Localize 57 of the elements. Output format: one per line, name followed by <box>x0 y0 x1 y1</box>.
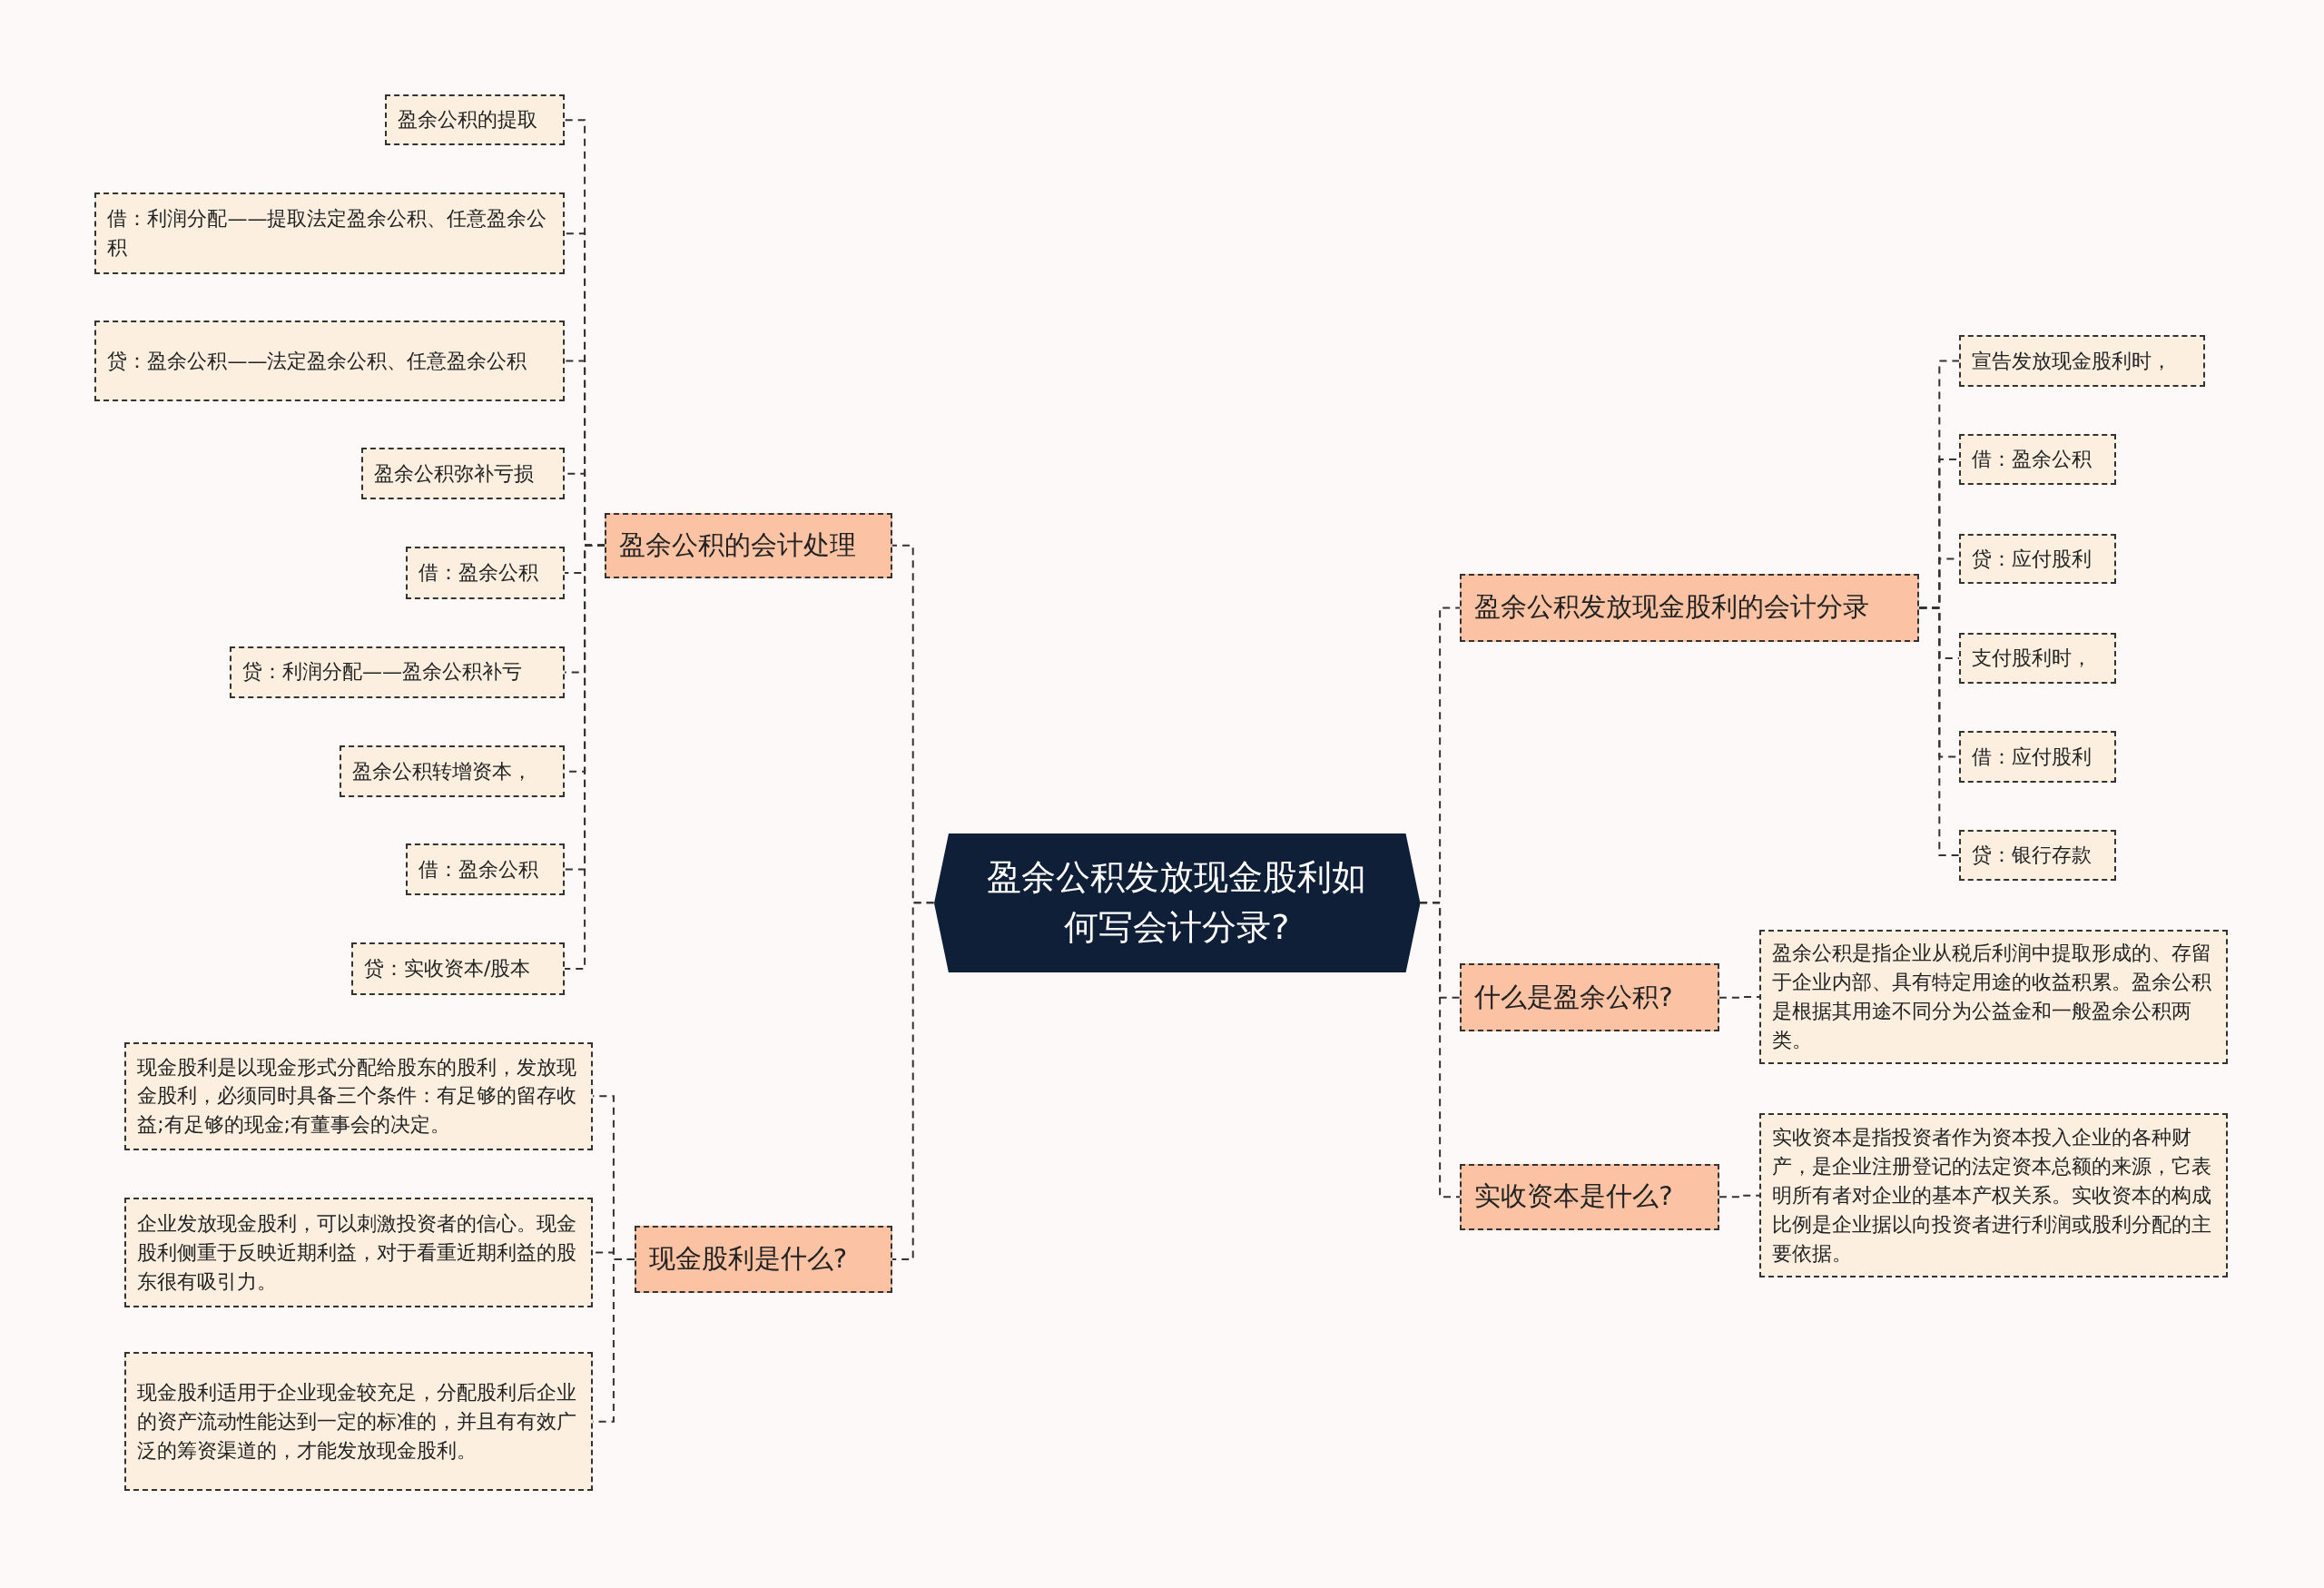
subtopic-box <box>1758 929 2228 1065</box>
topic-label: 现金股利是什么? <box>648 1241 848 1276</box>
subtopic-box <box>1758 1113 2228 1278</box>
topic-label: 企业发放现金股利，可以刺激投资者的信心。现金股利侧重于反映近期利益，对于看重近期利益的股东很有吸引力。 <box>137 1210 578 1295</box>
connector-line <box>1918 607 1961 857</box>
topic-label: 盈余公积弥补亏损 <box>374 460 535 487</box>
topic-label: 实收资本是指投资者作为资本投入企业的各种财产，是企业注册登记的法定资本总额的来源，它表明所有者对企业的基本产权关系。实收资本的构成比例是企业据以向投资者进行利润或股利分配的主要依据。 <box>1771 1125 2212 1267</box>
subtopic-box <box>124 1198 594 1307</box>
subtopic-box <box>1959 730 2117 784</box>
topic-label: 现金股利是以现金形式分配给股东的股利，发放现金股利，必须同时具备三个条件：有足够的留存收益;有足够的现金;有董事会的决定。 <box>137 1054 578 1139</box>
topic-label: 借：盈余公积 <box>419 560 539 587</box>
topic-label: 贷：盈余公积——法定盈余公积、任意盈余公积 <box>107 348 527 374</box>
topic-box <box>1460 573 1920 642</box>
topic-label: 借：利润分配——提取法定盈余公积、任意盈余公积 <box>107 206 548 261</box>
topic-label: 支付股利时， <box>1972 645 2093 671</box>
topic-label: 盈余公积的会计处理 <box>619 528 857 562</box>
subtopic-box <box>339 745 566 798</box>
subtopic-box <box>1959 830 2117 881</box>
topic-label: 借：应付股利 <box>1972 744 2093 770</box>
subtopic-box <box>385 94 566 145</box>
subtopic-box <box>230 646 565 698</box>
central-topic <box>933 833 1421 972</box>
topic-label: 盈余公积发放现金股利的会计分录 <box>1474 590 1870 625</box>
subtopic-box <box>1959 633 2117 684</box>
topic-label: 盈余公积是指企业从税后利润中提取形成的、存留于企业内部、具有特定用途的收益积累。盈余公积是根据其用途不同分为公益金和一般盈余公积两类。 <box>1771 941 2212 1053</box>
connector-line <box>1718 995 1760 999</box>
connector-line <box>1718 1194 1760 1198</box>
subtopic-box <box>1959 334 2206 388</box>
subtopic-box <box>124 1351 594 1492</box>
topic-label: 贷：银行存款 <box>1972 843 2093 869</box>
subtopic-box <box>406 843 566 896</box>
topic-text: 盈余公积发放现金股利如何写会计分录? <box>986 856 1368 950</box>
topic-box <box>634 1226 892 1293</box>
topic-label: 现金股利适用于企业现金较充足，分配股利后企业的资产流动性能达到一定的标准的，并且有有效广泛的筹资渠道的，才能发放现金股利。 <box>137 1379 578 1464</box>
topic-label: 宣告发放现金股利时， <box>1972 348 2172 374</box>
topic-label: 借：盈余公积 <box>1972 447 2093 473</box>
subtopic-box <box>124 1041 594 1150</box>
topic-label: 实收资本是什么? <box>1474 1179 1673 1214</box>
topic-label: 贷：应付股利 <box>1972 546 2093 572</box>
subtopic-box <box>406 547 566 599</box>
topic-label: 借：盈余公积 <box>419 856 539 883</box>
topic-label: 贷：利润分配——盈余公积补亏 <box>242 659 523 686</box>
subtopic-box <box>94 192 566 274</box>
topic-box <box>605 512 892 578</box>
connector-line <box>891 902 935 1260</box>
subtopic-box <box>94 320 566 402</box>
subtopic-box <box>1959 533 2117 585</box>
subtopic-box <box>1959 434 2117 485</box>
topic-box <box>1460 1163 1719 1231</box>
topic-label: 什么是盈余公积? <box>1474 980 1673 1014</box>
subtopic-box <box>361 448 566 500</box>
topic-label: 盈余公积转增资本， <box>351 758 532 784</box>
topic-box <box>1460 963 1719 1032</box>
connector-line <box>1419 902 1462 1198</box>
topic-label: 贷：实收资本/股本 <box>363 956 531 981</box>
topic-label: 盈余公积的提取 <box>398 107 538 133</box>
subtopic-box <box>350 942 566 995</box>
